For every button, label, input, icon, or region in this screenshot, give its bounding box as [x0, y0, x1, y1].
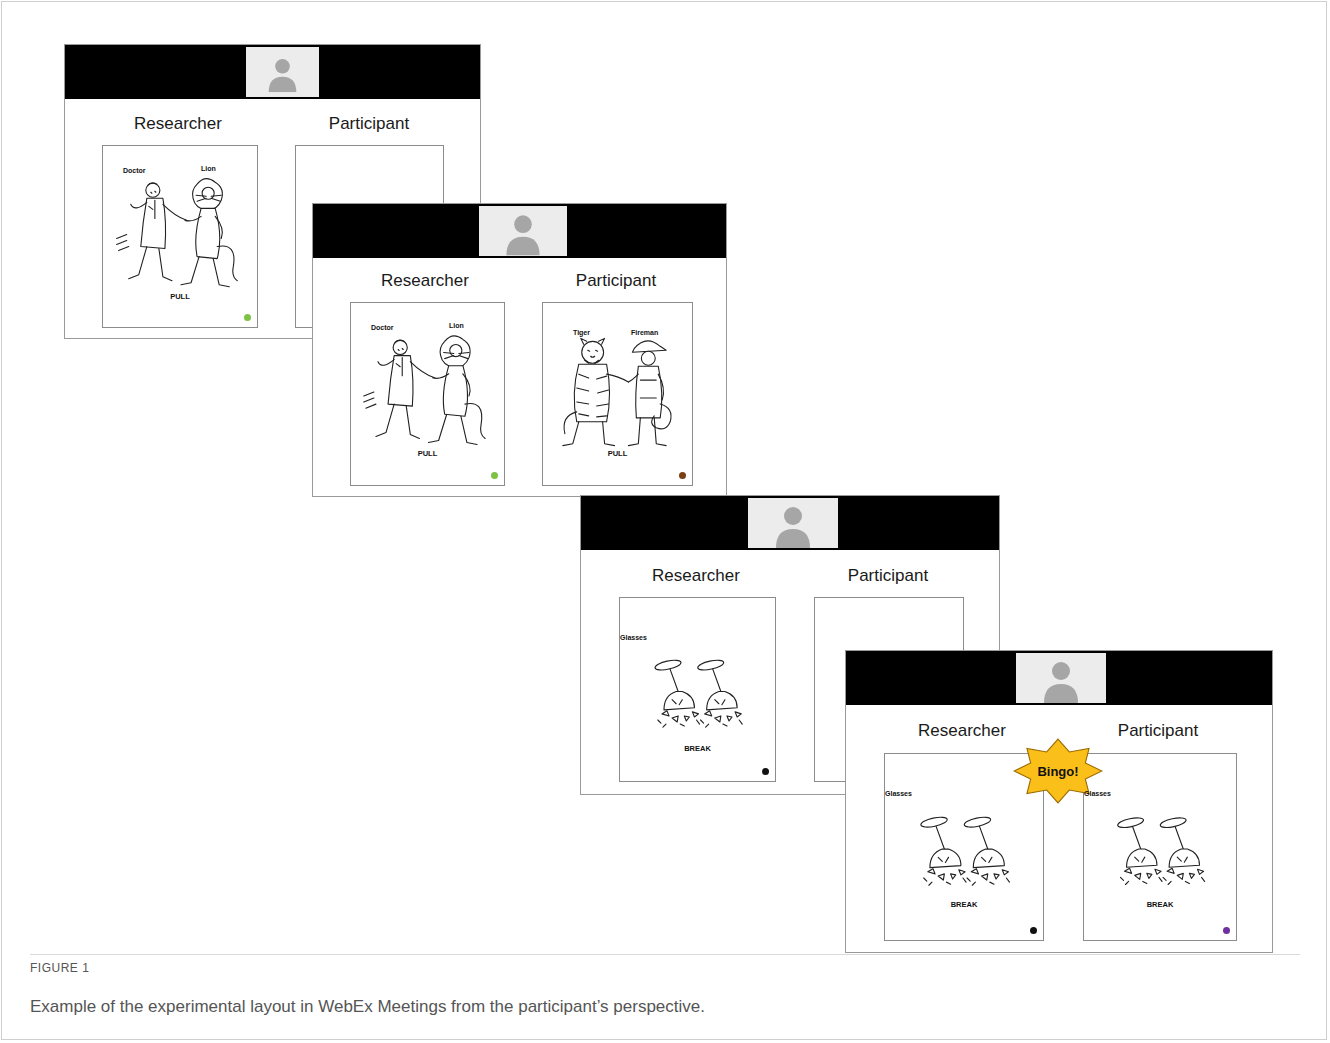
verb-label: PULL — [351, 449, 504, 458]
picture-label: Doctor — [371, 324, 394, 331]
avatar-box — [748, 498, 838, 548]
color-dot — [1223, 927, 1230, 934]
panel-heading: Researcher — [108, 114, 248, 134]
panel-heading: Participant — [1088, 721, 1228, 741]
color-dot — [762, 768, 769, 775]
verb-label: BREAK — [885, 900, 1043, 909]
figure-caption: Example of the experimental layout in We… — [30, 997, 705, 1017]
picture-card: GlassesBREAK — [619, 597, 776, 782]
verb-label: BREAK — [620, 744, 775, 753]
verb-label: PULL — [543, 449, 692, 458]
verb-label: BREAK — [1084, 900, 1236, 909]
avatar-box — [479, 206, 567, 256]
avatar-icon — [1016, 653, 1106, 703]
color-dot — [491, 472, 498, 479]
picture-label: Glasses — [620, 634, 775, 641]
meeting-screen: ResearcherParticipantGlassesBREAKGlasses… — [845, 650, 1273, 953]
avatar-icon — [748, 498, 838, 548]
picture-card: Doctor LionPULL — [102, 145, 258, 328]
picture-card: Doctor LionPULL — [350, 302, 505, 486]
avatar-box — [1016, 653, 1106, 703]
panel-heading: Researcher — [355, 271, 495, 291]
picture-label: Tiger — [573, 329, 590, 336]
picture-card: GlassesBREAK — [884, 753, 1044, 941]
verb-label: PULL — [103, 292, 257, 301]
line-drawing — [1084, 754, 1236, 940]
picture-label: Lion — [201, 165, 216, 172]
picture-label: Glasses — [1084, 790, 1236, 797]
avatar-icon — [246, 47, 319, 97]
figure-number: FIGURE 1 — [30, 961, 89, 975]
panel-heading: Researcher — [892, 721, 1032, 741]
picture-label: Doctor — [123, 167, 146, 174]
panel-heading: Participant — [299, 114, 439, 134]
picture-label: Glasses — [885, 790, 1043, 797]
caption-rule — [30, 954, 1300, 955]
avatar-icon — [479, 206, 567, 256]
color-dot — [1030, 927, 1037, 934]
color-dot — [679, 472, 686, 479]
picture-card: Tiger FiremanPULL — [542, 302, 693, 486]
line-drawing — [885, 754, 1043, 940]
picture-label: Fireman — [631, 329, 658, 336]
avatar-box — [246, 47, 319, 97]
picture-card: GlassesBREAK — [1083, 753, 1237, 941]
panel-heading: Participant — [546, 271, 686, 291]
bingo-text: Bingo! — [1013, 764, 1103, 779]
panel-heading: Participant — [818, 566, 958, 586]
meeting-screen: ResearcherParticipantDoctorLionPULLTiger… — [312, 203, 727, 497]
picture-label: Lion — [449, 322, 464, 329]
line-drawing — [620, 598, 775, 781]
panel-heading: Researcher — [626, 566, 766, 586]
color-dot — [244, 314, 251, 321]
